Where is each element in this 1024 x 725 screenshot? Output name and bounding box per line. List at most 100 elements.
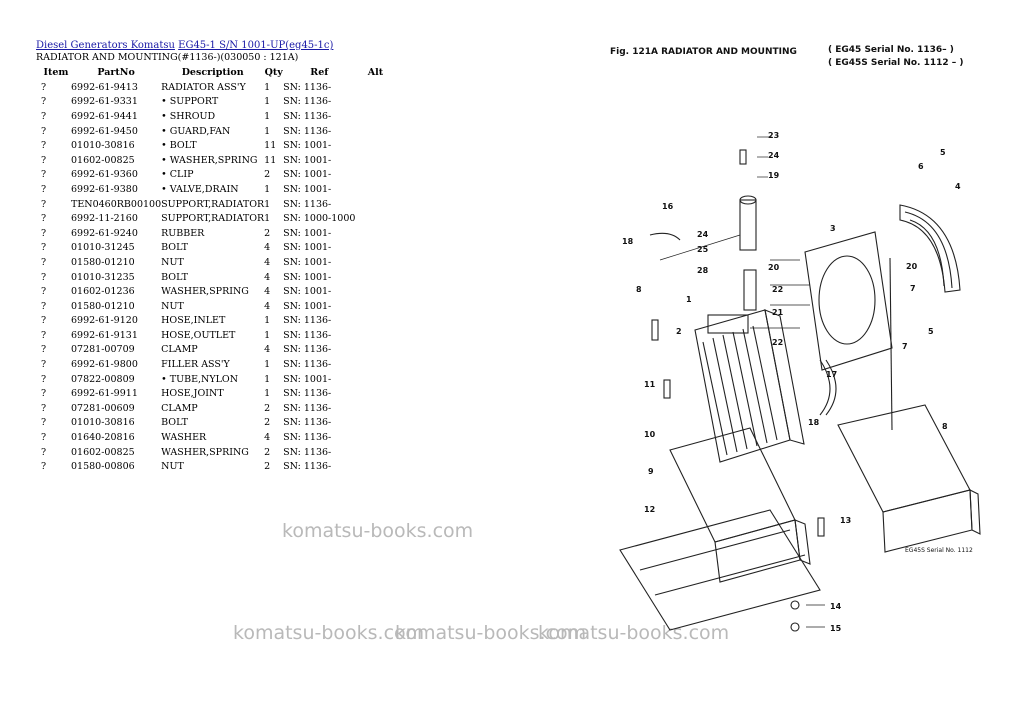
watermark: komatsu-books.com bbox=[395, 622, 587, 644]
cell-item: ? bbox=[41, 329, 47, 341]
cell-description: CLAMP bbox=[161, 344, 198, 356]
callout-number: 8 bbox=[942, 422, 948, 431]
cell-ref: SN: 1136- bbox=[283, 402, 332, 414]
cell-ref: SN: 1001- bbox=[283, 183, 332, 195]
cell-alt bbox=[355, 328, 395, 343]
cell-qty: 4 bbox=[264, 242, 271, 254]
callout-number: 25 bbox=[697, 245, 709, 254]
callout-number: 10 bbox=[644, 430, 656, 439]
cell-description: WASHER bbox=[161, 432, 207, 444]
cell-qty: 1 bbox=[264, 388, 271, 400]
cell-item: ? bbox=[41, 417, 47, 429]
cell-item: ? bbox=[41, 169, 47, 181]
watermark: komatsu-books.com bbox=[282, 520, 474, 542]
bolts bbox=[651, 149, 825, 632]
cell-alt bbox=[355, 314, 395, 329]
cell-qty: 11 bbox=[264, 140, 277, 152]
cell-description: • BOLT bbox=[161, 140, 197, 152]
parts-table: Item PartNo Description Qty Ref Alt ?699… bbox=[36, 65, 395, 474]
cell-alt bbox=[355, 401, 395, 416]
cell-item: ? bbox=[41, 198, 47, 210]
callout-number: 20 bbox=[768, 263, 780, 272]
cell-description: • VALVE,DRAIN bbox=[161, 183, 239, 195]
callout-number: 21 bbox=[772, 308, 784, 317]
cell-item: ? bbox=[41, 271, 47, 283]
cell-partno: 07281-00609 bbox=[71, 402, 135, 414]
callout-number: 22 bbox=[772, 285, 784, 294]
callout-number: 17 bbox=[826, 370, 838, 379]
cell-qty: 4 bbox=[264, 271, 271, 283]
cell-partno: 6992-61-9240 bbox=[71, 227, 138, 239]
cell-description: • SUPPORT bbox=[161, 96, 219, 108]
cell-qty: 1 bbox=[264, 359, 271, 371]
figure-caption: Fig. 121A RADIATOR AND MOUNTING bbox=[610, 47, 797, 57]
figure-serial-eg45s: ( EG45S Serial No. 1112 – ) bbox=[828, 58, 964, 68]
cell-ref: SN: 1136- bbox=[283, 417, 332, 429]
callout-number: 5 bbox=[940, 148, 946, 157]
cell-qty: 1 bbox=[264, 213, 271, 225]
cell-item: ? bbox=[41, 110, 47, 122]
cell-item: ? bbox=[41, 256, 47, 268]
cell-description: SUPPORT,RADIATOR bbox=[161, 213, 265, 225]
diagram-drawing bbox=[619, 136, 981, 632]
cell-item: ? bbox=[41, 242, 47, 254]
cell-alt bbox=[355, 95, 395, 110]
cell-qty: 4 bbox=[264, 286, 271, 298]
cell-partno: 01602-01236 bbox=[71, 286, 135, 298]
breadcrumb-link-diesel-generators[interactable]: Diesel Generators Komatsu bbox=[36, 40, 175, 51]
cell-item: ? bbox=[41, 461, 47, 473]
cell-item: ? bbox=[41, 140, 47, 152]
cell-partno: 6992-61-9120 bbox=[71, 315, 138, 327]
callout-number: 20 bbox=[906, 262, 918, 271]
callout-number: 18 bbox=[622, 237, 634, 246]
cell-alt bbox=[355, 372, 395, 387]
cell-qty: 2 bbox=[264, 417, 271, 429]
cell-item: ? bbox=[41, 227, 47, 239]
cell-qty: 2 bbox=[264, 169, 271, 181]
cell-qty: 4 bbox=[264, 432, 271, 444]
cell-qty: 1 bbox=[264, 183, 271, 195]
breadcrumb-link-model[interactable]: EG45-1 S/N 1001-UP(eg45-1c) bbox=[178, 40, 334, 51]
cell-alt bbox=[355, 211, 395, 226]
callout-number: 23 bbox=[768, 131, 780, 140]
column-header-item: Item bbox=[43, 67, 69, 78]
base-frame bbox=[619, 509, 821, 631]
callout-number: 2 bbox=[676, 327, 682, 336]
cell-description: • GUARD,FAN bbox=[161, 125, 231, 137]
callout-number: 24 bbox=[768, 151, 780, 160]
cell-item: ? bbox=[41, 300, 47, 312]
cell-alt bbox=[355, 168, 395, 183]
cell-qty: 1 bbox=[264, 373, 271, 385]
cell-ref: SN: 1001- bbox=[283, 154, 332, 166]
callout-number: 18 bbox=[808, 418, 820, 427]
cell-partno: 01010-30816 bbox=[71, 140, 135, 152]
callout-number: 11 bbox=[644, 380, 656, 389]
callout-number: 5 bbox=[928, 327, 934, 336]
cell-alt bbox=[355, 416, 395, 431]
cell-description: BOLT bbox=[161, 417, 188, 429]
table-header-row: Item PartNo Description Qty Ref Alt bbox=[36, 65, 395, 80]
cell-alt bbox=[355, 430, 395, 445]
cell-ref: SN: 1001- bbox=[283, 140, 332, 152]
cell-partno: 6992-61-9360 bbox=[71, 169, 138, 181]
cell-ref: SN: 1136- bbox=[283, 446, 332, 458]
cell-alt bbox=[355, 255, 395, 270]
cell-ref: SN: 1001- bbox=[283, 271, 332, 283]
cell-description: NUT bbox=[161, 300, 184, 312]
cell-description: NUT bbox=[161, 256, 184, 268]
cell-alt bbox=[355, 270, 395, 285]
cell-ref: SN: 1136- bbox=[283, 198, 332, 210]
callout-number: 8 bbox=[636, 285, 642, 294]
cell-ref: SN: 1136- bbox=[283, 96, 332, 108]
